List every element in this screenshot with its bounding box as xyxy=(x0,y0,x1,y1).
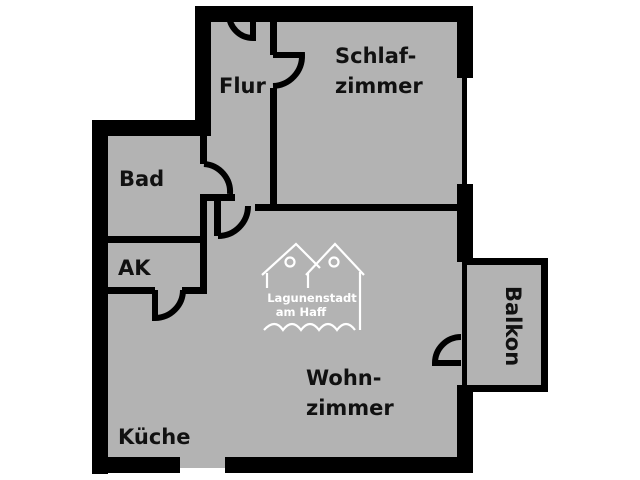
logo-text-line2: am Haff xyxy=(275,305,327,319)
exterior-walls xyxy=(92,6,473,474)
door-swings xyxy=(152,13,462,366)
room-label-kueche: Küche xyxy=(118,425,191,449)
room-label-wohnzimmer-line1: Wohn- xyxy=(306,366,382,390)
room-label-flur: Flur xyxy=(219,74,266,98)
logo-text-line1: Lagunenstadt xyxy=(267,291,357,305)
room-label-ak: AK xyxy=(118,256,151,280)
room-label-schlafzimmer-line2: zimmer xyxy=(335,74,423,98)
room-label-schlafzimmer-line1: Schlaf- xyxy=(335,44,417,68)
room-label-wohnzimmer-line2: zimmer xyxy=(306,396,394,420)
room-label-balkon: Balkon xyxy=(501,286,525,367)
two-houses-waves-icon xyxy=(261,242,365,332)
interior-walls xyxy=(103,15,463,294)
balcony-walls xyxy=(466,258,548,392)
room-label-bad: Bad xyxy=(119,167,165,191)
